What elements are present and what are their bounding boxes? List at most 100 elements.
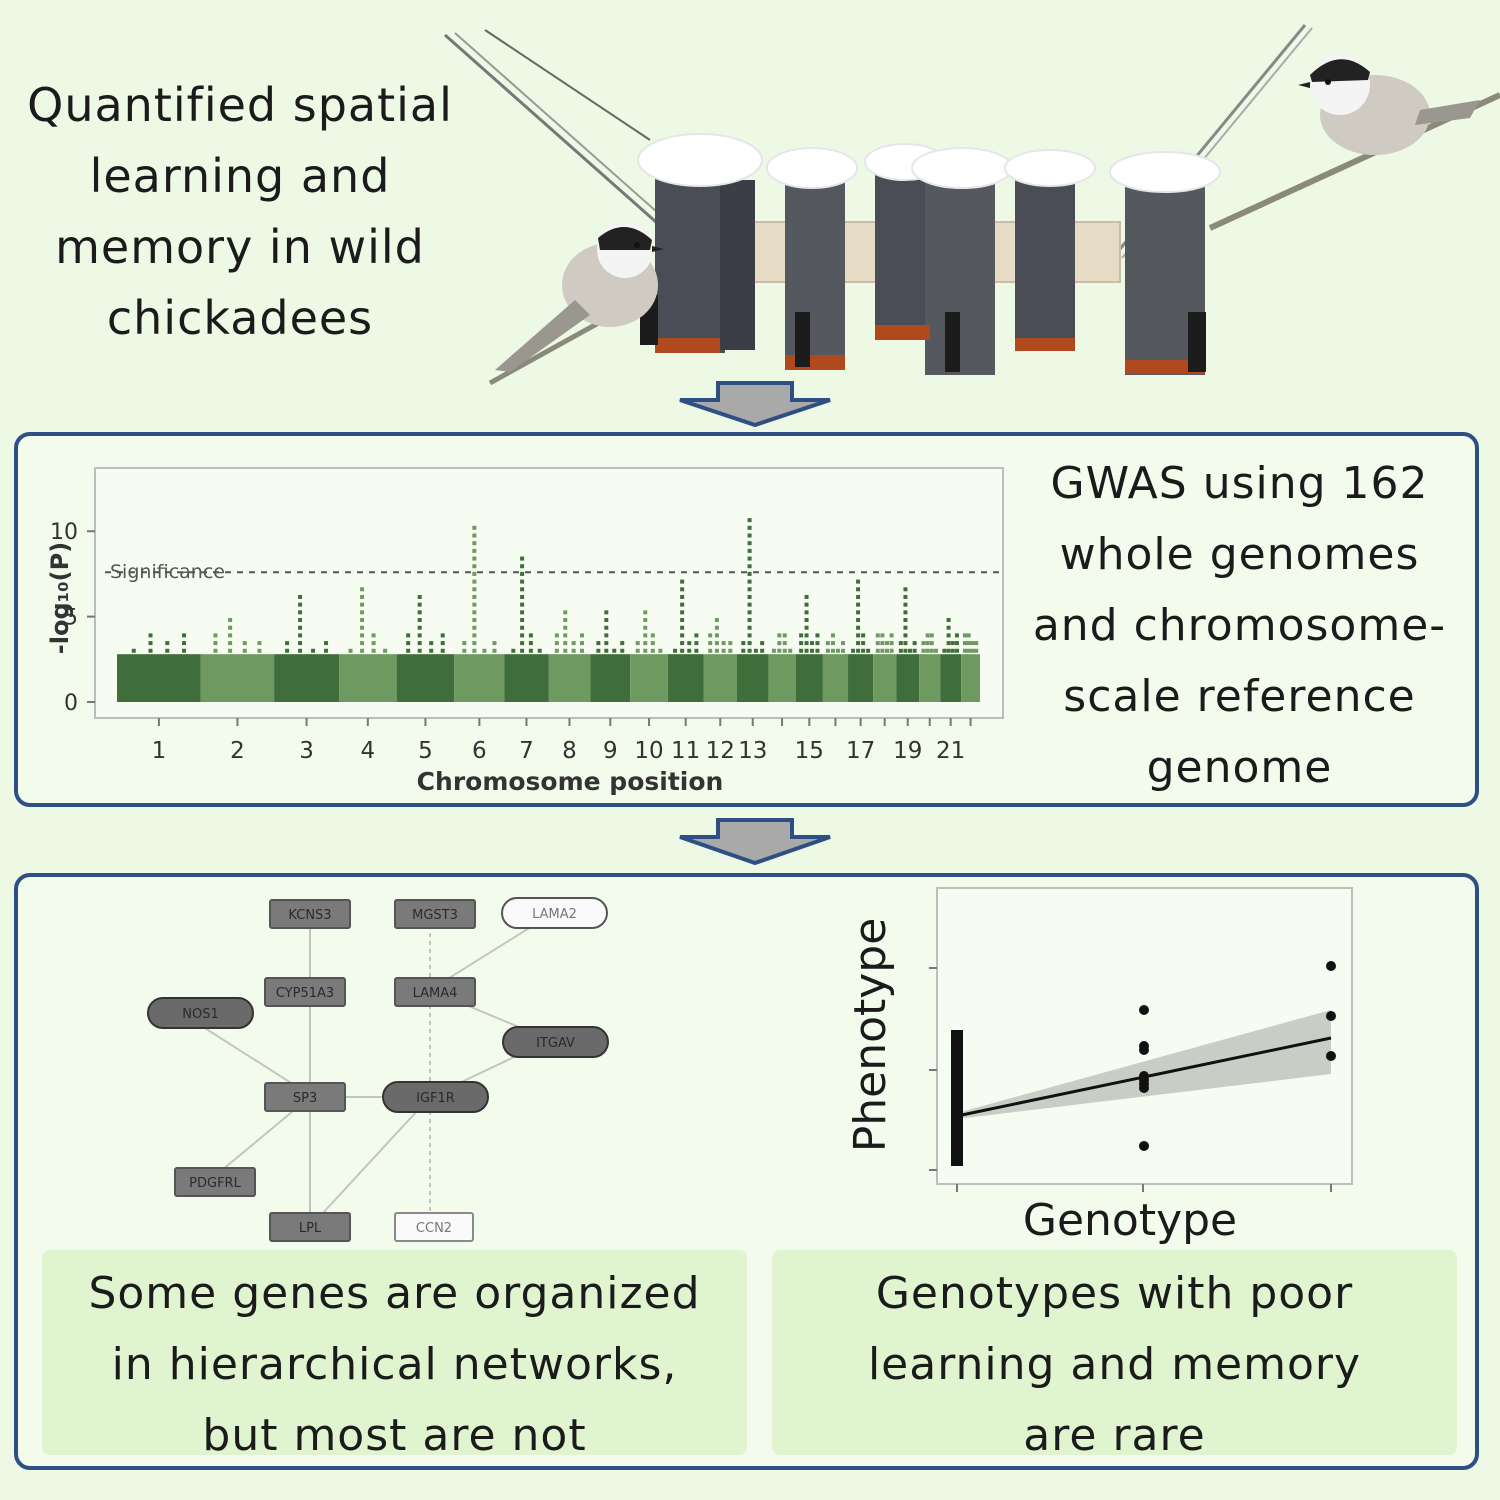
chromosome-block [339,654,397,702]
snp-point [804,648,809,653]
snp-point [825,641,830,646]
snp-point [804,610,809,615]
gene-node-pdgfrl: PDGFRL [174,1167,256,1197]
snp-point [694,641,699,646]
snp-point [563,625,568,630]
snp-point [694,648,699,653]
y-tick-label: 5 [64,606,78,631]
snp-point [841,648,846,653]
snp-point [520,564,525,569]
snp-point [760,648,765,653]
snp-point [131,648,136,653]
x-tick-label: 7 [519,738,534,764]
snp-point [360,625,365,630]
snp-point [371,641,376,646]
snp-point [680,625,685,630]
gene-node-lama2: LAMA2 [501,897,608,929]
snp-point [804,641,809,646]
snp-point [643,633,648,638]
snp-point [492,648,497,653]
snp-point [554,648,559,653]
snp-point [903,625,908,630]
x-tick-label: 4 [361,738,376,764]
snp-point [604,610,609,615]
snp-point [520,610,525,615]
snp-point [747,541,752,546]
snp-point [298,641,303,646]
snp-point [721,648,726,653]
snp-point [360,610,365,615]
network-caption-line: Some genes are organized [88,1268,701,1319]
snp-point [472,625,477,630]
snow-caps [637,133,1221,193]
snp-point [747,587,752,592]
snp-point [804,633,809,638]
snp-point [298,625,303,630]
chickadee-right [1298,55,1480,155]
snp-point [799,641,804,646]
genotype-phenotype-plot: Phenotype Genotype [845,887,1353,1246]
svg-text:SP3: SP3 [293,1091,317,1106]
snp-point [747,564,752,569]
snp-point [472,633,477,638]
snp-point [520,579,525,584]
snp-point [721,641,726,646]
snp-point [954,633,959,638]
snp-point [643,641,648,646]
snp-point [165,641,170,646]
snp-point [520,625,525,630]
data-point [1139,1083,1149,1093]
snp-point [182,648,187,653]
snp-point [182,633,187,638]
data-point [1326,961,1336,971]
top-caption: Quantified spatial learning and memory i… [10,70,470,354]
snp-point [741,641,746,646]
snp-point [371,648,376,653]
chromosome-block [737,654,769,702]
snp-point [482,648,487,653]
snp-point [856,625,861,630]
snp-point [680,618,685,623]
snp-point [472,618,477,623]
snp-point [643,618,648,623]
snp-point [148,641,153,646]
svg-text:LPL: LPL [299,1221,322,1236]
y-axis-label: Phenotype [845,918,896,1153]
x-tick-label: 11 [671,738,700,764]
snp-point [788,648,793,653]
gene-node-kcns3: KCNS3 [269,899,351,929]
snp-point [856,579,861,584]
snp-point [620,641,625,646]
chickadee-left [495,222,664,372]
x-tick-label: 3 [299,738,314,764]
snp-point [866,648,871,653]
snp-point [650,633,655,638]
snp-point [371,633,376,638]
snp-point [929,633,934,638]
x-tick-label: 1 [152,738,167,764]
snp-point [880,633,885,638]
snp-point [747,633,752,638]
snp-point [777,648,782,653]
snp-point [213,648,218,653]
data-point [1139,1005,1149,1015]
chromosome-block [703,654,738,702]
snp-point [747,618,752,623]
snp-point [728,641,733,646]
x-tick-label: 10 [634,738,663,764]
snp-point [714,633,719,638]
snp-point [856,587,861,592]
x-tick-label: 6 [472,738,487,764]
snp-point [440,641,445,646]
snp-point [520,594,525,599]
axis-ticks [929,967,1332,1192]
chromosome-block [848,654,874,702]
snp-point [841,641,846,646]
snp-point [966,633,971,638]
snp-point [472,641,477,646]
snp-point [708,648,713,653]
snp-point [903,602,908,607]
snp-point [520,602,525,607]
snp-point [680,587,685,592]
